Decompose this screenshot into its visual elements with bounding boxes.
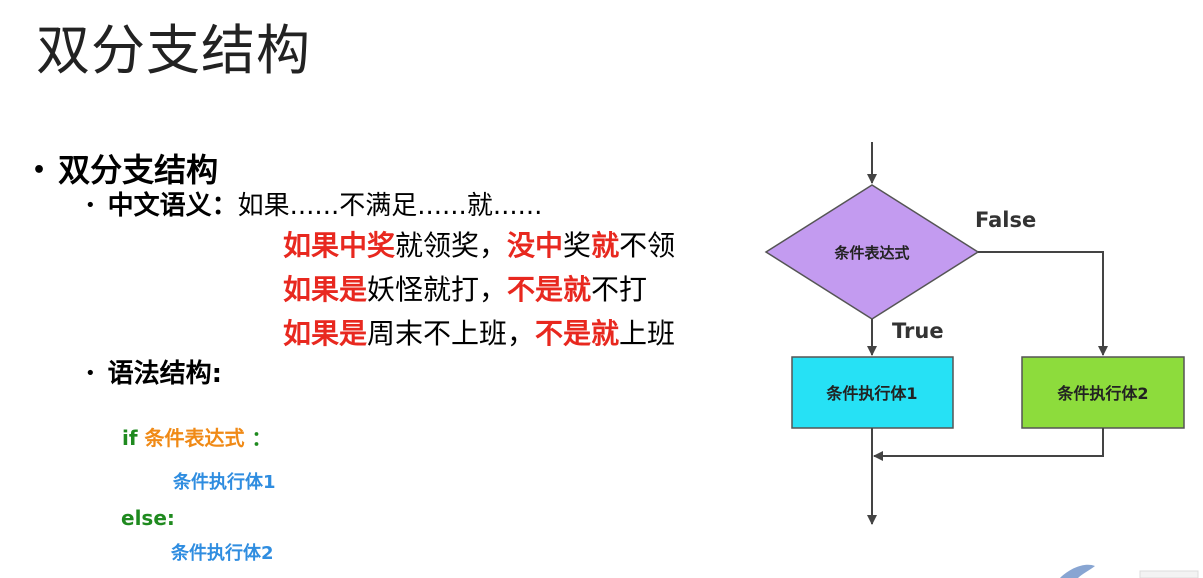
code-if-line: if 条件表达式 ： <box>122 422 272 451</box>
keyword-highlight: 不是就 <box>535 317 620 350</box>
decision-label: 条件表达式 <box>833 244 909 262</box>
merge-arrow <box>873 428 1104 461</box>
corner-widget <box>1139 570 1199 578</box>
example-text: 周末不上班， <box>367 317 536 350</box>
code-condition: 条件表达式 <box>144 426 245 450</box>
semantics-label: 中文语义： <box>107 191 238 221</box>
keyword-highlight: 如果是 <box>283 273 368 306</box>
keyword-highlight: 如果是 <box>283 317 368 350</box>
box-body2-label: 条件执行体2 <box>1056 384 1148 403</box>
example-text: 上班 <box>619 317 676 350</box>
code-else-keyword: else: <box>121 506 175 530</box>
code-body2: 条件执行体2 <box>171 543 274 564</box>
example-text: 就领奖， <box>395 229 508 262</box>
false-arrow <box>978 251 1108 356</box>
keyword-highlight: 就 <box>591 229 620 262</box>
bullet-dot: • <box>85 195 96 216</box>
code-if-keyword: if <box>122 426 138 450</box>
keyword-highlight: 没中 <box>507 229 564 262</box>
true-label: True <box>892 319 944 343</box>
example-text: 妖怪就打， <box>367 273 508 306</box>
example-text: 奖 <box>563 229 592 262</box>
logo-icon <box>1060 564 1095 578</box>
false-label: False <box>975 208 1036 232</box>
example-line: 如果是周末不上班，不是就上班 <box>283 312 675 352</box>
code-colon: ： <box>251 426 272 450</box>
bullet-dot: • <box>32 158 47 183</box>
example-text: 不领 <box>619 229 676 262</box>
example-line: 如果是妖怪就打，不是就不打 <box>283 268 647 308</box>
bullet-label: 双分支结构 <box>58 151 219 189</box>
box-body1-label: 条件执行体1 <box>825 384 917 403</box>
box-body2 <box>1021 356 1185 429</box>
example-line: 如果中奖就领奖，没中奖就不领 <box>283 224 675 264</box>
keyword-highlight: 如果中奖 <box>283 229 396 262</box>
box-body1 <box>791 356 954 429</box>
syntax-label: 语法结构: <box>107 359 223 389</box>
example-text: 不打 <box>591 273 648 306</box>
bullet-dot: • <box>85 363 96 384</box>
page-title: 双分支结构 <box>36 19 311 82</box>
bullet-double-branch: • 双分支结构 <box>32 145 218 191</box>
code-body1: 条件执行体1 <box>173 472 276 493</box>
semantics-pattern: 如果......不满足......就...... <box>237 191 543 221</box>
bullet-syntax: • 语法结构: <box>85 353 222 390</box>
bullet-semantics: • 中文语义：如果......不满足......就...... <box>85 185 542 222</box>
keyword-highlight: 不是就 <box>507 273 592 306</box>
